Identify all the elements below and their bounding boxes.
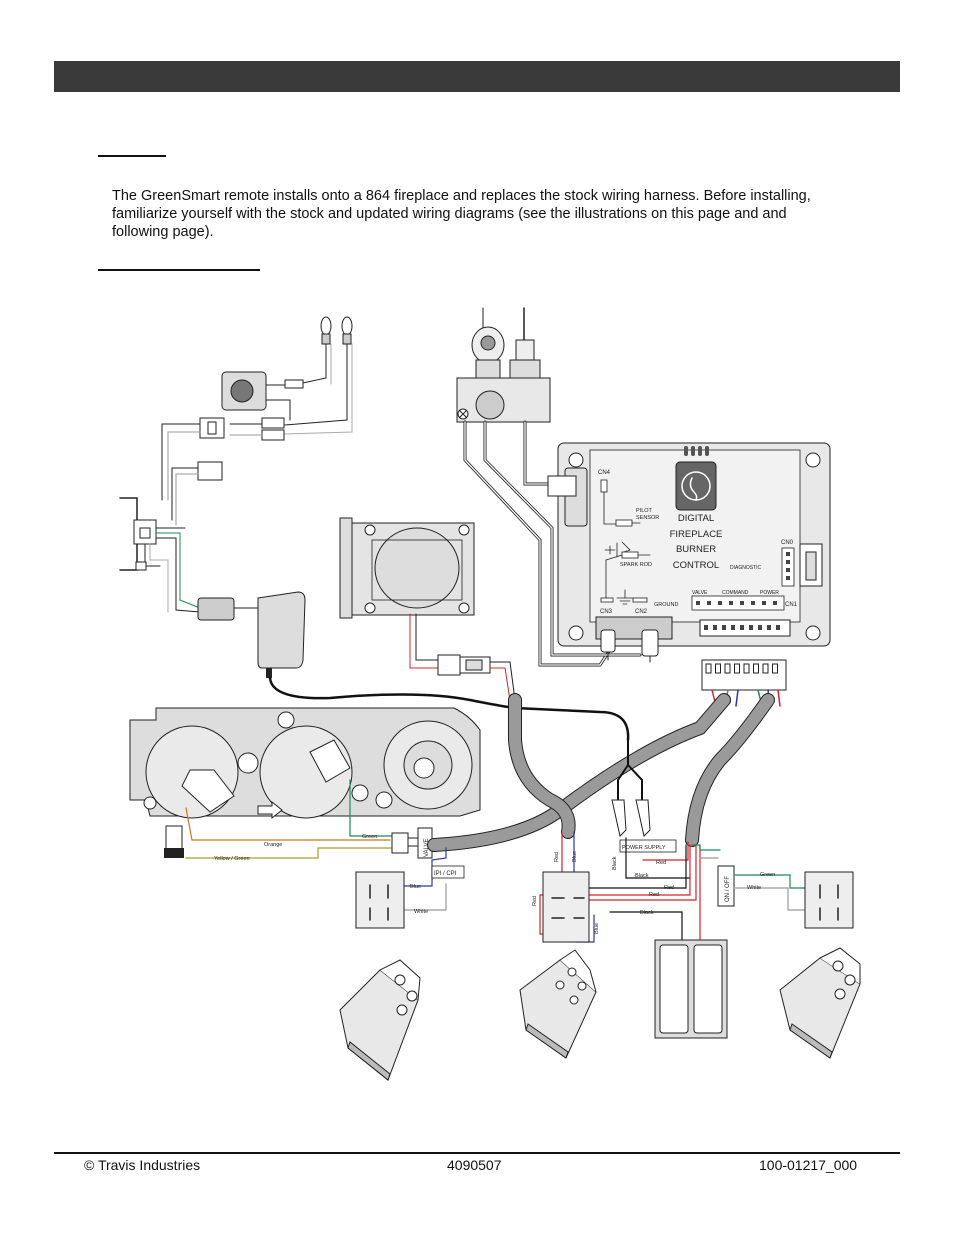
- wire-label-black-a: Black: [612, 856, 618, 870]
- connector-pin: [786, 576, 790, 580]
- control-title-line1: DIGITAL: [678, 513, 714, 524]
- connector-pin: [786, 560, 790, 564]
- rocker-switch-right-icon: [779, 947, 861, 1059]
- wire-label-red-d: Red: [649, 892, 659, 898]
- connector-pin: [734, 663, 740, 674]
- dimmer-switch-icon: [221, 371, 267, 411]
- connector-pin: [696, 601, 700, 605]
- control-board: [547, 442, 831, 647]
- rocker-switch-left-icon: [339, 959, 421, 1081]
- heading-underline: [98, 155, 166, 157]
- connector-pin: [749, 625, 753, 630]
- wire-label-blue-left: Blue: [410, 884, 421, 890]
- connector-pin: [751, 601, 755, 605]
- wire-label-orange: Orange: [264, 842, 282, 848]
- connector-pin: [767, 625, 771, 630]
- connector-pin: [731, 625, 735, 630]
- control-title-line4: CONTROL: [673, 560, 719, 571]
- intro-paragraph: The GreenSmart remote installs onto a 86…: [112, 188, 811, 240]
- connector-pin: [713, 625, 717, 630]
- battery-pack-icon: [654, 939, 728, 1039]
- label-cn1: CN1: [785, 602, 798, 608]
- rocker-switch-center-icon: [519, 949, 597, 1059]
- connector-pin: [724, 663, 731, 674]
- wire-label-white-right: White: [747, 885, 761, 891]
- connector-pin: [704, 625, 708, 630]
- control-title-line2: FIREPLACE: [670, 529, 723, 540]
- connector-pin: [762, 601, 766, 605]
- label-valve: VALVE: [692, 590, 708, 596]
- wire-label-green-right: Green: [760, 872, 775, 878]
- connector-pin: [776, 625, 780, 630]
- label-cn4: CN4: [598, 470, 611, 476]
- connector-pin: [786, 568, 790, 572]
- light-bulb-icon: [320, 316, 353, 345]
- footer-right: 100-01217_000: [759, 1157, 858, 1173]
- subheading-underline: [98, 269, 260, 271]
- label-sensor: SENSOR: [636, 515, 659, 521]
- connector-pin: [740, 625, 744, 630]
- wire-label-red-e: Red: [532, 896, 538, 906]
- footer-rule: [54, 1152, 900, 1154]
- connector-pin: [729, 601, 733, 605]
- power-adapter-icon: [257, 591, 306, 678]
- connector-pin: [722, 625, 726, 630]
- connector-pin: [743, 663, 750, 674]
- pilot-assembly-icon: [456, 307, 551, 423]
- label-power-supply: POWER SUPPLY: [622, 845, 666, 851]
- label-diagnostic: DIAGNOSTIC: [730, 565, 762, 571]
- gas-valve-icon: [129, 707, 481, 820]
- connector-pin: [772, 663, 778, 674]
- connector-pin: [715, 663, 721, 674]
- connector-pin: [718, 601, 722, 605]
- connector-pin: [740, 601, 744, 605]
- wiring-diagram: CN4 PILOT SENSOR SPARK ROD GROUND CN3 CN…: [119, 307, 861, 1081]
- label-power: POWER: [760, 590, 779, 596]
- wire-label-red-a: Red: [554, 852, 560, 862]
- label-valve-box: VALVE: [424, 839, 430, 857]
- label-cn0: CN0: [781, 540, 794, 546]
- label-pilot: PILOT: [636, 508, 653, 514]
- label-ground: GROUND: [654, 602, 678, 608]
- label-spark-rod: SPARK ROD: [620, 562, 652, 568]
- connector-pin: [758, 625, 762, 630]
- label-ipi-cpi: IPI / CPI: [434, 871, 457, 877]
- section-header-bar: [54, 61, 900, 92]
- label-command: COMMAND: [722, 590, 749, 596]
- control-title-line3: BURNER: [676, 544, 716, 555]
- connector-pin: [773, 601, 777, 605]
- solenoid-valve-icon: [339, 517, 475, 619]
- connector-pin: [705, 663, 712, 674]
- wire-label-black-b: Black: [635, 873, 649, 879]
- wire-label-blue-a: Blue: [572, 851, 578, 862]
- footer-left: © Travis Industries: [84, 1157, 201, 1173]
- wire-label-blue-b: Blue: [594, 923, 600, 934]
- label-on-off: ON / OFF: [725, 876, 731, 902]
- wire-label-red-c: Red: [664, 885, 674, 891]
- connector-pin: [786, 552, 790, 556]
- connector-pin: [707, 601, 711, 605]
- connector-pin: [753, 663, 759, 674]
- label-cn3: CN3: [600, 609, 613, 615]
- wire-label-yellow-green: Yellow / Green: [214, 856, 250, 862]
- wire-label-black-c: Black: [640, 910, 654, 916]
- wire-label-green-left: Green: [362, 834, 377, 840]
- wire-label-red-b: Red: [656, 860, 666, 866]
- wire-label-white-left: White: [414, 909, 428, 915]
- label-cn2: CN2: [635, 609, 648, 615]
- connector-pin: [762, 663, 769, 674]
- footer-center: 4090507: [447, 1157, 502, 1173]
